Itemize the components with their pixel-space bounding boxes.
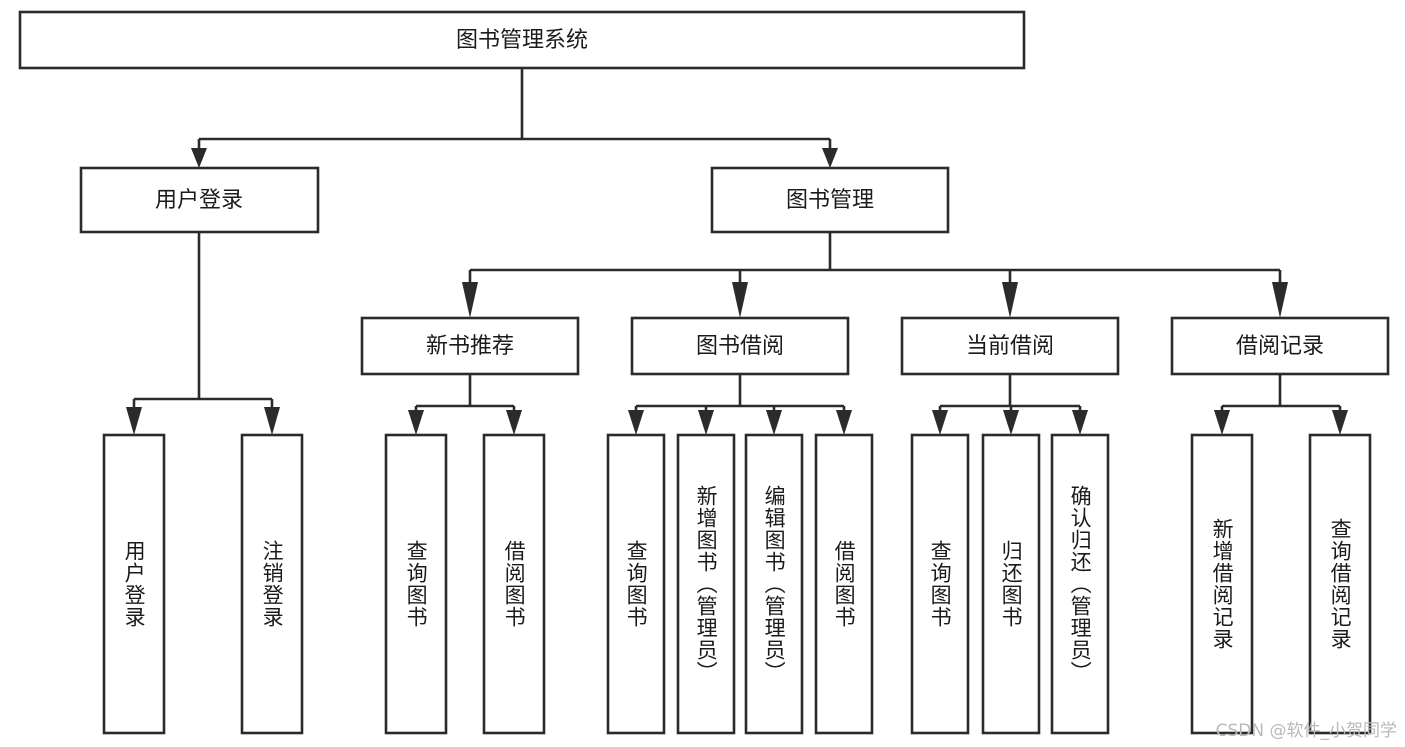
arrow-borrow-leaf-1 bbox=[628, 410, 644, 435]
node-leaf-borrow-book-recommend-box[interactable] bbox=[482, 433, 546, 735]
nodes-layer: 图书管理系统 用户登录 图书管理 新书推荐 图书借阅 当前借阅 借阅记录 bbox=[18, 10, 1390, 735]
node-root-label: 图书管理系统 bbox=[456, 28, 588, 53]
arrow-to-new-book-recommend bbox=[462, 282, 478, 318]
node-borrow-record-label: 借阅记录 bbox=[1236, 334, 1324, 359]
arrow-root-to-book-manage bbox=[822, 148, 838, 168]
edges-layer bbox=[126, 68, 1348, 435]
node-leaf-add-book-label: 新增图书（管理员） bbox=[694, 485, 719, 683]
node-current-borrow-label: 当前借阅 bbox=[966, 334, 1054, 359]
node-leaf-borrow-book-recommend-label: 借阅图书 bbox=[502, 540, 527, 628]
node-leaf-query-book-borrow-box[interactable] bbox=[606, 433, 666, 735]
node-new-book-recommend-label: 新书推荐 bbox=[426, 334, 514, 359]
arrow-current-leaf-3 bbox=[1072, 410, 1088, 435]
node-book-borrow-label: 图书借阅 bbox=[696, 334, 784, 359]
arrow-record-leaf-2 bbox=[1332, 410, 1348, 435]
node-book-borrow-box[interactable] bbox=[630, 316, 850, 376]
node-leaf-borrow-book-box[interactable] bbox=[814, 433, 874, 735]
node-borrow-record-box[interactable] bbox=[1170, 316, 1390, 376]
node-leaf-query-book-current-box[interactable] bbox=[910, 433, 970, 735]
arrow-borrow-leaf-3 bbox=[766, 410, 782, 435]
arrow-borrow-leaf-4 bbox=[836, 410, 852, 435]
arrow-record-leaf-1 bbox=[1214, 410, 1230, 435]
node-leaf-confirm-return-box[interactable] bbox=[1050, 433, 1110, 735]
node-leaf-add-book-box[interactable] bbox=[676, 433, 736, 735]
node-current-borrow-box[interactable] bbox=[900, 316, 1120, 376]
node-leaf-return-book-box[interactable] bbox=[981, 433, 1041, 735]
node-leaf-user-login-box[interactable] bbox=[102, 433, 166, 735]
node-user-login-label: 用户登录 bbox=[155, 188, 243, 213]
node-leaf-query-book-recommend-box[interactable] bbox=[384, 433, 448, 735]
arrow-borrow-leaf-2 bbox=[698, 410, 714, 435]
node-leaf-query-book-recommend-label: 查询图书 bbox=[404, 540, 429, 628]
node-leaf-logout-label: 注销登录 bbox=[260, 540, 285, 628]
node-leaf-edit-book-label: 编辑图书（管理员） bbox=[762, 485, 787, 683]
node-leaf-add-borrow-record-label: 新增借阅记录 bbox=[1210, 518, 1235, 650]
node-new-book-recommend-box[interactable] bbox=[360, 316, 580, 376]
node-leaf-add-borrow-record-box[interactable] bbox=[1190, 433, 1254, 735]
arrow-user-login-leaf-1 bbox=[126, 407, 142, 435]
node-book-manage-label: 图书管理 bbox=[786, 188, 874, 213]
arrow-current-leaf-2 bbox=[1003, 410, 1019, 435]
node-leaf-query-borrow-record-label: 查询借阅记录 bbox=[1328, 518, 1353, 650]
arrow-user-login-leaf-2 bbox=[264, 407, 280, 435]
arrow-to-book-borrow bbox=[732, 282, 748, 318]
arrow-current-leaf-1 bbox=[932, 410, 948, 435]
arrow-root-to-user-login bbox=[191, 148, 207, 168]
node-leaf-confirm-return-label: 确认归还（管理员） bbox=[1068, 485, 1093, 683]
node-leaf-user-login-label: 用户登录 bbox=[122, 540, 147, 628]
node-leaf-query-book-current-label: 查询图书 bbox=[928, 540, 953, 628]
watermark-text: CSDN @软件_小贺同学 bbox=[1215, 721, 1397, 741]
node-book-manage-box[interactable] bbox=[710, 166, 950, 234]
arrow-to-borrow-record bbox=[1272, 282, 1288, 318]
arrow-recommend-leaf-1 bbox=[408, 410, 424, 435]
node-leaf-query-book-borrow-label: 查询图书 bbox=[624, 540, 649, 628]
arrow-to-current-borrow bbox=[1002, 282, 1018, 318]
node-leaf-edit-book-box[interactable] bbox=[744, 433, 804, 735]
node-leaf-logout-box[interactable] bbox=[240, 433, 304, 735]
node-root-box[interactable] bbox=[18, 10, 1026, 70]
arrow-recommend-leaf-2 bbox=[506, 410, 522, 435]
node-leaf-query-borrow-record-box[interactable] bbox=[1308, 433, 1372, 735]
node-user-login-box[interactable] bbox=[79, 166, 320, 234]
node-leaf-borrow-book-label: 借阅图书 bbox=[832, 540, 857, 628]
node-leaf-return-book-label: 归还图书 bbox=[999, 540, 1024, 628]
